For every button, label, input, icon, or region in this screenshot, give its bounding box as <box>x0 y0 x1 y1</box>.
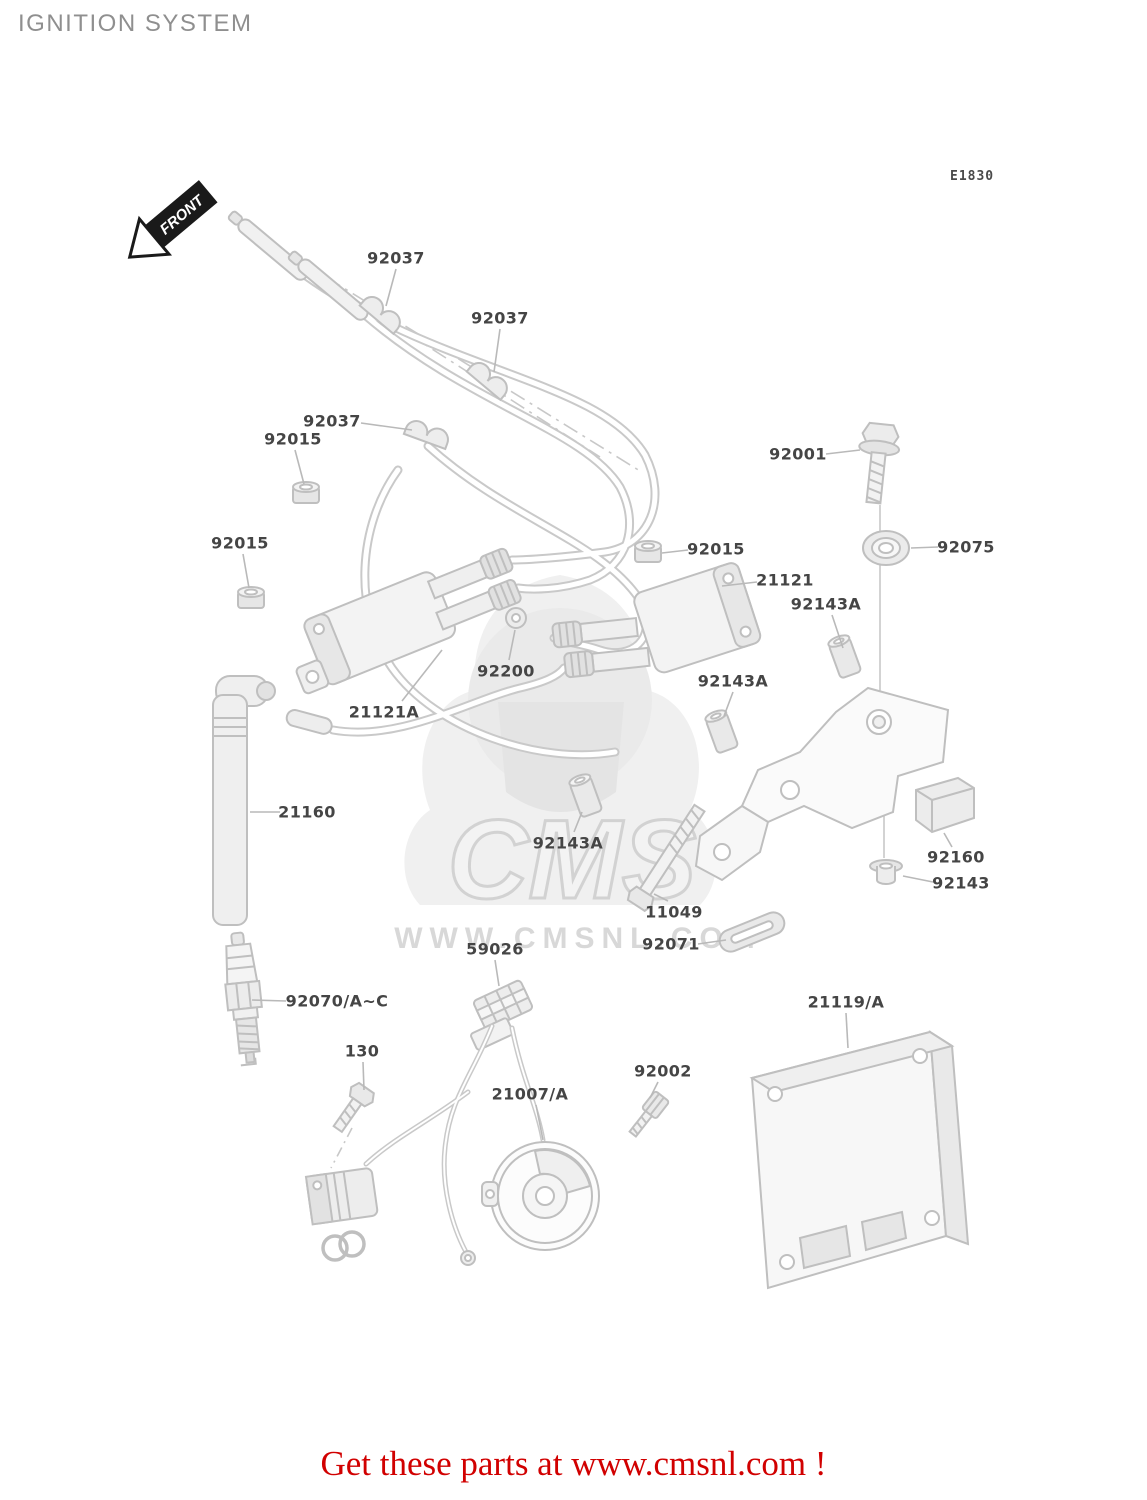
plate-92071-art <box>718 911 786 953</box>
damper-92160-art <box>915 776 975 834</box>
ignition-coil-left-art <box>295 546 524 695</box>
part-label-21160: 21160 <box>278 802 336 822</box>
part-label-92070-a-c: 92070/A~C <box>285 991 389 1011</box>
bolt-11049-art <box>626 803 706 913</box>
ignition-coil-right-art <box>551 562 762 679</box>
part-label-92015: 92015 <box>264 429 322 449</box>
plug-cap-21160-art <box>212 675 276 926</box>
part-label-92071: 92071 <box>642 934 700 954</box>
pickup-rotor-art <box>481 1141 600 1251</box>
part-label-92143a: 92143A <box>790 594 862 614</box>
screw-92002-art <box>628 1090 670 1138</box>
nut-92015-art <box>292 481 320 504</box>
part-label-21121: 21121 <box>756 570 814 590</box>
leader-lines <box>242 268 953 1141</box>
igniter-unit-art <box>749 1030 970 1290</box>
watermark-url: WWW.CMSNL.COM <box>394 922 762 955</box>
part-label-92037: 92037 <box>303 411 361 431</box>
part-label-92143: 92143 <box>932 873 990 893</box>
part-label-21121a: 21121A <box>348 702 420 722</box>
part-label-21007-a: 21007/A <box>491 1084 569 1104</box>
page-title: IGNITION SYSTEM <box>18 10 253 37</box>
part-label-21119-a: 21119/A <box>807 992 885 1012</box>
part-label-59026: 59026 <box>466 939 524 959</box>
watermark-logo: CMS <box>448 797 697 922</box>
part-label-92015: 92015 <box>687 539 745 559</box>
washer-92200-art <box>505 607 527 629</box>
collar-92143a-art <box>825 632 863 680</box>
nut-92015-art <box>634 540 662 563</box>
part-label-92037: 92037 <box>367 248 425 268</box>
part-label-130: 130 <box>344 1041 380 1061</box>
collar-92143a-art <box>702 707 740 755</box>
part-label-11049: 11049 <box>645 902 703 922</box>
spark-plug-art <box>224 931 263 1067</box>
part-label-92160: 92160 <box>927 847 985 867</box>
pickup-wires-art <box>363 1023 546 1266</box>
part-label-92075: 92075 <box>937 537 995 557</box>
pickup-coil-art <box>304 1167 379 1262</box>
diagram-code: E1830 <box>950 169 995 184</box>
plug-wire-caps-art <box>227 210 369 735</box>
grommet-92143-art <box>869 859 903 885</box>
part-label-92200: 92200 <box>477 661 535 681</box>
footer-link[interactable]: Get these parts at www.cmsnl.com ! <box>320 1444 827 1483</box>
part-label-92001: 92001 <box>769 444 827 464</box>
bracket-art <box>694 686 950 882</box>
part-label-92037: 92037 <box>471 308 529 328</box>
front-arrow: FRONT <box>127 180 218 259</box>
connector-59026-art <box>470 979 534 1051</box>
part-label-92143a: 92143A <box>532 833 604 853</box>
bolt-92001-art <box>858 421 901 505</box>
part-label-92015: 92015 <box>211 533 269 553</box>
bolt-130-art <box>332 1081 375 1134</box>
grommet-92075-art <box>862 530 910 566</box>
part-label-92002: 92002 <box>634 1061 692 1081</box>
part-label-92143a: 92143A <box>697 671 769 691</box>
nut-92015-art <box>237 586 265 609</box>
